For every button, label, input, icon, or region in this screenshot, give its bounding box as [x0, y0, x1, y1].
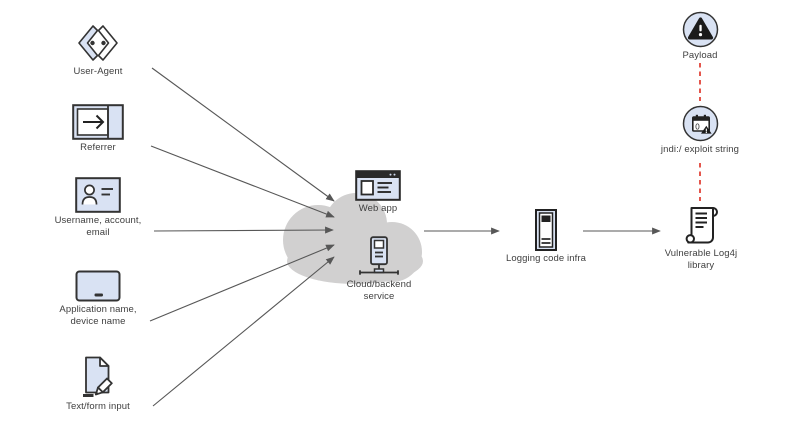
node-username: Username, account, email — [38, 177, 158, 239]
user-agent-brackets-icon — [75, 22, 121, 64]
backend-service-label: Cloud/backend service — [346, 279, 412, 302]
referrer-forward-icon — [72, 104, 124, 140]
node-jndi-exploit: 0 jndi:/ exploit string — [645, 105, 755, 156]
node-text-input: Text/form input — [46, 356, 150, 413]
node-logging-infra: Logging code infra — [496, 209, 596, 265]
calendar-digit: 0 — [695, 123, 700, 132]
arrow-textinput-to-cloud — [152, 256, 335, 407]
device-screen-icon — [75, 270, 121, 302]
log4j-library-label: Vulnerable Log4j library — [664, 248, 738, 271]
node-user-agent: User-Agent — [46, 22, 150, 78]
server-rack-icon — [535, 209, 557, 251]
document-pencil-icon — [78, 356, 118, 399]
arrow-referrer-to-cloud — [150, 145, 335, 218]
arrow-username-to-cloud — [153, 226, 334, 234]
username-label: Username, account, email — [54, 215, 142, 238]
text-input-label: Text/form input — [66, 401, 130, 412]
user-agent-label: User-Agent — [73, 66, 123, 77]
node-backend-service: Cloud/backend service — [334, 236, 424, 303]
jndi-exploit-label: jndi:/ exploit string — [660, 144, 740, 155]
node-web-app: Web app — [349, 170, 407, 215]
arrow-appname-to-cloud — [149, 244, 335, 322]
browser-window-icon — [355, 170, 401, 201]
app-name-label: Application name, device name — [59, 304, 137, 327]
node-referrer: Referrer — [46, 104, 150, 154]
arrow-user-agent-to-cloud — [151, 67, 335, 202]
referrer-label: Referrer — [80, 142, 116, 153]
web-app-label: Web app — [358, 203, 398, 214]
payload-label: Payload — [682, 50, 718, 61]
node-app-name: Application name, device name — [38, 270, 158, 328]
node-log4j-library: Vulnerable Log4j library — [651, 204, 751, 272]
logging-infra-label: Logging code infra — [506, 253, 586, 264]
node-payload: Payload — [650, 11, 750, 62]
calendar-exploit-badge-icon: 0 — [682, 105, 719, 142]
scroll-icon — [682, 204, 720, 246]
warning-triangle-badge-icon — [682, 11, 719, 48]
id-card-icon — [75, 177, 121, 213]
server-network-icon — [357, 236, 401, 277]
